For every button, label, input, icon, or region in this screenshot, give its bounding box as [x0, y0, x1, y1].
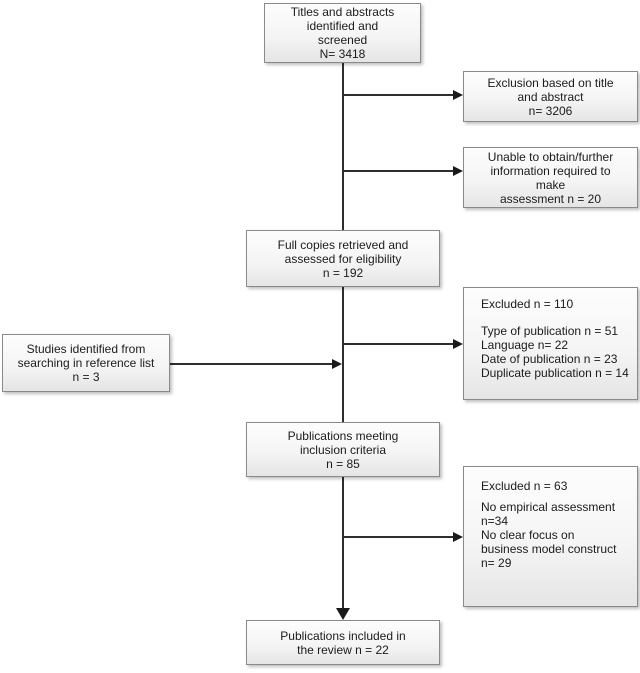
text-line: n = 3: [72, 370, 100, 384]
text-line: Duplicate publication n = 14: [481, 366, 629, 380]
connector-inclusion-to-included: [342, 477, 344, 611]
text-line: searching in reference list: [17, 356, 155, 370]
arrowhead-right-icon: [453, 90, 463, 100]
text-line: and abstract: [517, 89, 584, 104]
arrowhead-right-icon: [453, 339, 463, 349]
text-line: business model construct: [481, 542, 617, 556]
node-publications-included: Publications included in the review n = …: [246, 620, 440, 665]
text-line: the review n = 22: [297, 642, 389, 657]
node-excluded-110: Excluded n = 110 Type of publication n =…: [463, 287, 638, 400]
text-line: Titles and abstracts: [290, 5, 395, 19]
text-line: make: [535, 177, 566, 192]
text-line: assessment n = 20: [499, 191, 602, 206]
branch-to-excluded-110: [343, 343, 455, 345]
connector-titles-to-fullcopies: [342, 63, 344, 230]
node-inclusion-criteria: Publications meeting inclusion criteria …: [246, 422, 440, 477]
node-exclusion-title-abstract: Exclusion based on title and abstract n=…: [463, 71, 638, 122]
arrowhead-right-icon: [453, 166, 463, 176]
text-line: n = 192: [322, 265, 364, 280]
text-line: No empirical assessment: [481, 500, 616, 514]
arrowhead-right-icon: [453, 532, 463, 542]
text-line: Excluded n = 110: [481, 297, 574, 311]
node-titles-abstracts-screened: Titles and abstracts identified and scre…: [264, 3, 421, 63]
text-line: n= 29: [481, 556, 512, 570]
text-line: identified and: [306, 19, 379, 33]
text-line: information required to: [490, 163, 611, 178]
text-line: Full copies retrieved and: [277, 237, 409, 252]
text-line: assessed for eligibility: [284, 251, 402, 266]
text-line: Excluded n = 63: [481, 479, 568, 493]
text-line: Language n= 22: [481, 338, 569, 352]
text-line: Publications included in: [280, 628, 406, 643]
text-line: Publications meeting: [287, 428, 399, 443]
branch-to-unable-to-obtain: [343, 170, 455, 172]
branch-to-excluded-63: [343, 536, 455, 538]
arrowhead-down-icon: [336, 608, 350, 620]
node-excluded-63: Excluded n = 63 No empirical assessment …: [463, 466, 638, 607]
text-line-spacer: [481, 493, 633, 500]
text-line: n= 3206: [528, 103, 573, 118]
connector-fullcopies-to-inclusion: [342, 287, 344, 422]
text-line: N= 3418: [319, 47, 366, 61]
text-line: Exclusion based on title: [487, 75, 614, 90]
node-studies-reference-list: Studies identified from searching in ref…: [2, 334, 170, 392]
text-line: n = 85: [326, 456, 360, 471]
text-line: Unable to obtain/further: [487, 149, 614, 164]
branch-to-exclusion-title-abstract: [343, 94, 455, 96]
text-line: Type of publication n = 51: [481, 324, 619, 338]
text-line: Date of publication n = 23: [481, 352, 618, 366]
branch-from-reference-list: [170, 363, 334, 365]
arrowhead-right-icon: [332, 359, 342, 369]
text-line-spacer: [481, 311, 633, 324]
node-unable-to-obtain: Unable to obtain/further information req…: [463, 147, 638, 208]
text-line: screened: [317, 33, 368, 47]
text-line: inclusion criteria: [299, 442, 387, 457]
node-full-copies-retrieved: Full copies retrieved and assessed for e…: [246, 230, 440, 287]
text-line: Studies identified from: [26, 342, 146, 356]
text-line: No clear focus on: [481, 528, 575, 542]
text-line: n=34: [481, 514, 509, 528]
